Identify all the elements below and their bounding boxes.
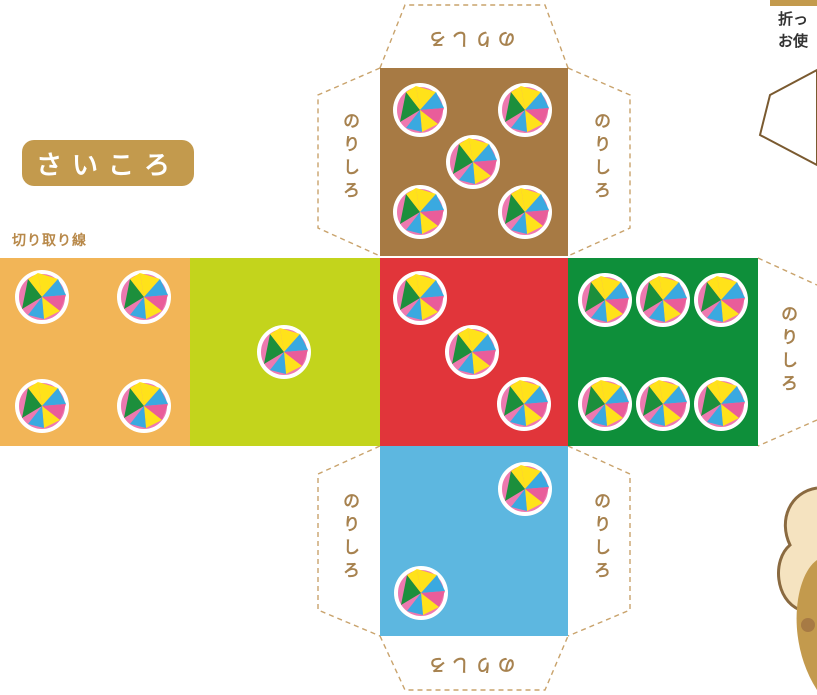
pip: [116, 378, 172, 434]
pip: [635, 272, 691, 328]
glue-tab-brown-right: [567, 67, 631, 257]
pip: [393, 565, 449, 621]
glue-label-blue-right: のりしろ: [590, 492, 610, 584]
pip: [693, 272, 749, 328]
pip: [497, 461, 553, 517]
glue-label-bottom: のりしろ: [423, 654, 515, 674]
pip: [14, 378, 70, 434]
pip: [497, 184, 553, 240]
glue-tabs: [317, 4, 817, 691]
glue-tab-green-right: [757, 257, 817, 447]
pip: [392, 270, 448, 326]
side-note-line: お使: [778, 32, 809, 50]
pip: [693, 376, 749, 432]
pip: [497, 82, 553, 138]
glue-tab-bottom: [379, 635, 569, 691]
pip: [116, 269, 172, 325]
glue-tab-blue-left: [317, 445, 381, 637]
glue-label-top: のりしろ: [423, 28, 515, 48]
title-badge: さいころ: [22, 140, 194, 186]
fold-illustration: [758, 68, 817, 167]
character-cheek: [801, 618, 815, 632]
glue-tab-blue-right: [567, 445, 631, 637]
pip: [444, 324, 500, 380]
pip: [445, 134, 501, 190]
note-bar: [770, 0, 817, 6]
pip: [14, 269, 70, 325]
pip: [392, 82, 448, 138]
glue-label-brown-right: のりしろ: [590, 112, 610, 204]
side-note-line: 折っ: [778, 10, 809, 28]
glue-tab-top: [379, 4, 569, 69]
glue-label-green-right: のりしろ: [777, 305, 797, 397]
pip: [635, 376, 691, 432]
glue-tab-brown-left: [317, 67, 381, 257]
pip: [392, 184, 448, 240]
pip: [577, 376, 633, 432]
pip: [256, 324, 312, 380]
side-note: 折っ お使: [778, 8, 808, 52]
pip: [577, 272, 633, 328]
glue-label-brown-left: のりしろ: [339, 112, 359, 204]
cut-line-label: 切り取り線: [12, 233, 87, 249]
glue-label-blue-left: のりしろ: [339, 492, 359, 584]
pip: [496, 376, 552, 432]
